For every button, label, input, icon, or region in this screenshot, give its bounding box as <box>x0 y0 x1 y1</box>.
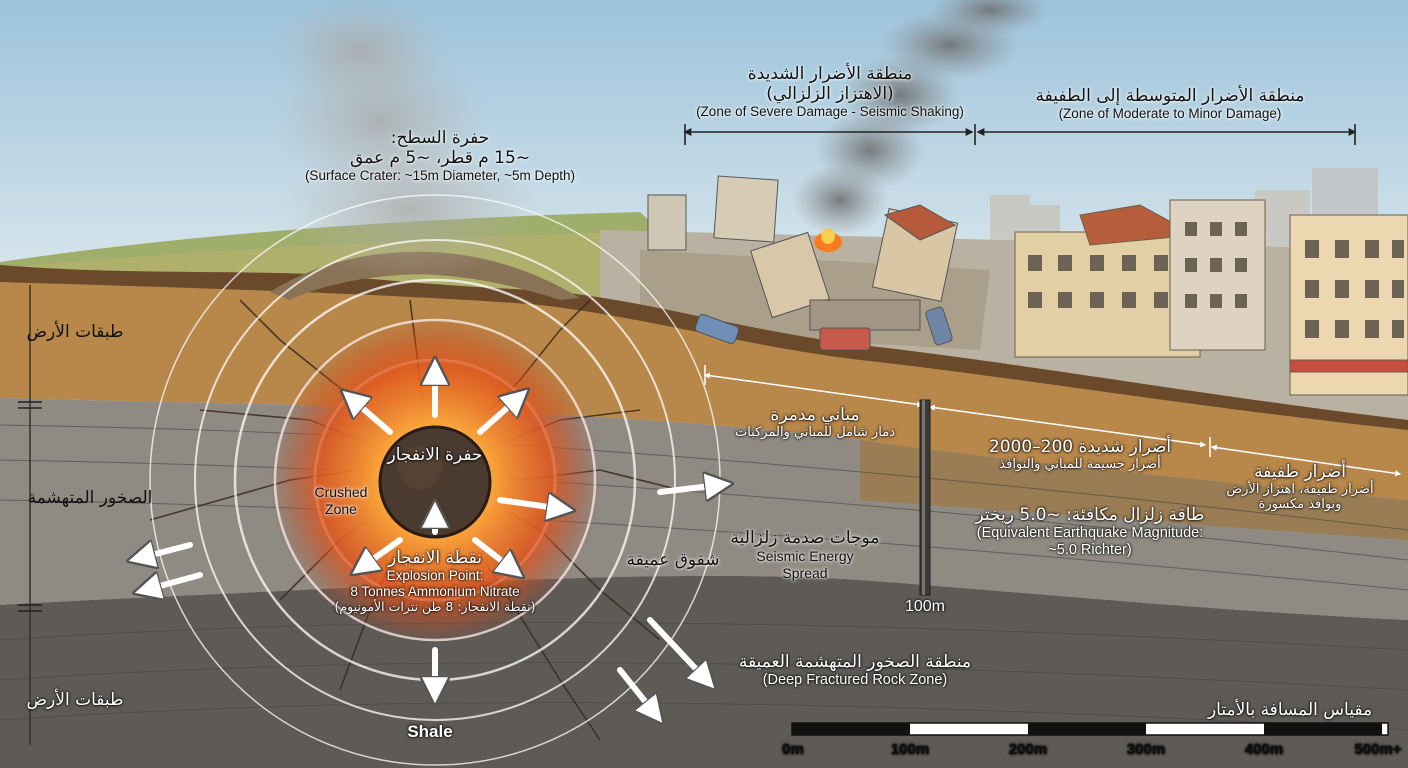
magnitude-en1: (Equivalent Earthquake Magnitude: <box>976 525 1204 542</box>
blast-arrows <box>132 362 728 720</box>
layer-label-earth-top: طبقات الأرض <box>26 322 124 342</box>
shale-label: Shale <box>407 722 453 741</box>
destroyed-buildings <box>647 175 959 351</box>
crater-dust-plume <box>270 0 540 280</box>
scale-label-4: 400m <box>1244 741 1284 758</box>
layer-label-fractured-rock: الصخور المتهشمة <box>27 488 153 508</box>
magnitude-ar: طاقة زلزال مكافئة: ~5.0 ريختر <box>975 505 1205 525</box>
explosion-point-label: نقطة الانفجار Explosion Point: 8 Tonnes … <box>315 548 555 615</box>
scale-label-5: 500m+ <box>1354 741 1402 758</box>
minor-damage-label: أضرار طفيفة أضرار طفيفة، اهتزاز الأرض ون… <box>1215 462 1385 513</box>
moderate-zone-label: منطقة الأضرار المتوسطة إلى الطفيفة (Zone… <box>1010 86 1330 122</box>
distance-scale-bar <box>791 722 1389 736</box>
minor-damage-sub1-ar: أضرار طفيفة، اهتزاز الأرض <box>1226 482 1374 498</box>
minor-damage-ar: أضرار طفيفة <box>1254 462 1346 482</box>
seismic-waves-ar: موجات صدمة زلزالية <box>730 528 880 548</box>
deep-zone-en: (Deep Fractured Rock Zone) <box>762 672 948 689</box>
seismic-waves-en2: Spread <box>782 564 828 581</box>
scale-label-0: 0m <box>782 741 804 758</box>
destroyed-buildings-ar: مباني مدمرة <box>770 405 860 425</box>
explosion-point-ar: نقطة الانفجار <box>388 548 482 568</box>
severe-zone-en: (Zone of Severe Damage - Seismic Shaking… <box>696 104 964 120</box>
seismic-waves-en1: Seismic Energy <box>756 548 854 565</box>
scale-label-1: 100m <box>890 741 930 758</box>
damaged-buildings <box>1014 199 1408 396</box>
marker-100m-label: 100m <box>904 598 946 615</box>
severe-zone-label: منطقة الأضرار الشديدة (الاهتزاز الزلزالي… <box>680 64 980 120</box>
explosion-point-en2: 8 Tonnes Ammonium Nitrate <box>350 583 520 599</box>
scale-label-3: 300m <box>1126 741 1166 758</box>
zone-brackets <box>683 124 1357 145</box>
severe-damage-label: أضرار شديدة 200–2000 أضرار جسيمة للمباني… <box>965 437 1195 472</box>
severe-zone-sub-ar: (الاهتزاز الزلزالي) <box>766 84 894 105</box>
distance-markers <box>703 365 1402 477</box>
severe-damage-ar: أضرار شديدة 200–2000 <box>988 437 1172 457</box>
moderate-zone-en: (Zone of Moderate to Minor Damage) <box>1058 106 1282 122</box>
destroyed-buildings-sub-ar: دمار شامل للمباني والمركبات <box>734 425 896 441</box>
surface-crater-size-ar: ~15 م قطر، ~5 م عمق <box>349 148 531 169</box>
explosion-point-en1: Explosion Point: <box>386 568 484 584</box>
deep-zone-ar: منطقة الصخور المتهشمة العميقة <box>738 652 972 672</box>
magnitude-en2: ~5.0 Richter) <box>1048 542 1132 559</box>
deep-zone-label: منطقة الصخور المتهشمة العميقة (Deep Frac… <box>725 652 985 689</box>
severe-zone-ar: منطقة الأضرار الشديدة <box>747 64 913 84</box>
deep-cracks-label: شقوق عميقة <box>626 550 720 570</box>
destroyed-buildings-label: مباني مدمرة دمار شامل للمباني والمركبات <box>715 405 915 440</box>
blast-crater-label: حفرة الانفجار <box>387 445 483 465</box>
seismic-waves-label: موجات صدمة زلزالية Seismic Energy Spread <box>725 528 885 581</box>
severe-damage-sub-ar: أضرار جسيمة للمباني والنوافذ <box>999 457 1161 473</box>
moderate-zone-ar: منطقة الأضرار المتوسطة إلى الطفيفة <box>1035 86 1305 106</box>
layer-label-earth-bottom: طبقات الأرض <box>26 690 124 710</box>
surface-crater-label: حفرة السطح: ~15 م قطر، ~5 م عمق (Surface… <box>280 128 600 184</box>
scale-title: مقياس المسافة بالأمتار <box>1207 700 1373 720</box>
crushed-zone-label: Crushed Zone <box>314 484 368 517</box>
surface-crater-title-ar: حفرة السطح: <box>390 128 490 148</box>
scale-label-2: 200m <box>1008 741 1048 758</box>
minor-damage-sub2-ar: ونوافذ مكسورة <box>1258 497 1342 513</box>
explosion-point-ar2: (نقطة الانفجار: 8 طن نترات الأمونيوم) <box>334 598 536 614</box>
surface-crater-en: (Surface Crater: ~15m Diameter, ~5m Dept… <box>304 168 576 184</box>
magnitude-label: طاقة زلزال مكافئة: ~5.0 ريختر (Equivalen… <box>945 505 1235 559</box>
layer-dividers <box>18 285 42 745</box>
